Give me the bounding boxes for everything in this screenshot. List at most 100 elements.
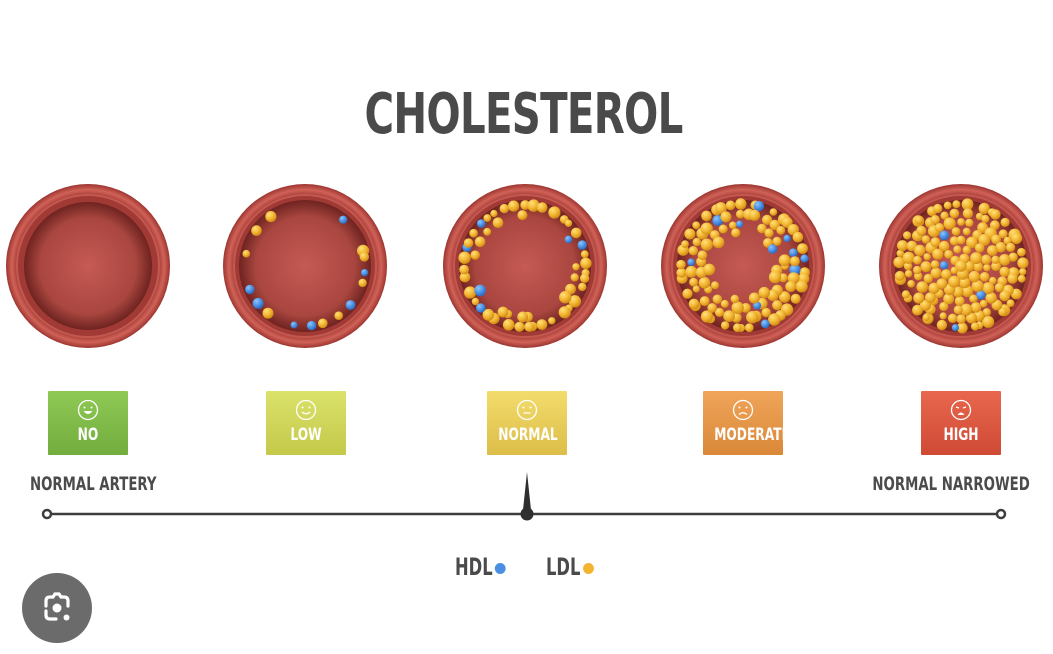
hdl-particle bbox=[800, 254, 809, 263]
ldl-particle bbox=[1017, 247, 1026, 257]
ldl-particle bbox=[933, 203, 943, 214]
ldl-particle bbox=[463, 238, 474, 248]
ldl-particle bbox=[698, 277, 711, 289]
ldl-particle bbox=[790, 293, 801, 304]
ldl-particle bbox=[894, 270, 905, 281]
ldl-particle bbox=[767, 289, 779, 301]
ldl-particle bbox=[723, 310, 735, 322]
ldl-particle bbox=[699, 296, 710, 307]
ldl-particle bbox=[960, 303, 973, 316]
hdl-particle bbox=[760, 319, 770, 329]
ldl-particle bbox=[459, 264, 469, 275]
ldl-particle bbox=[684, 228, 696, 240]
ldl-particle bbox=[697, 250, 708, 260]
ldl-particle bbox=[955, 260, 967, 272]
ldl-particle bbox=[570, 227, 582, 239]
ldl-particle bbox=[1007, 273, 1018, 284]
neutral-face-icon bbox=[516, 399, 538, 421]
ldl-particle bbox=[718, 224, 728, 234]
ldl-particle bbox=[769, 219, 780, 231]
ldl-particle bbox=[520, 200, 531, 210]
ldl-particle bbox=[974, 243, 985, 253]
google-lens-button[interactable] bbox=[22, 573, 92, 643]
ldl-particle bbox=[746, 311, 759, 324]
ldl-particle bbox=[524, 321, 535, 332]
hdl-particle bbox=[736, 220, 744, 228]
ldl-particle bbox=[548, 206, 561, 219]
ldl-particle bbox=[956, 235, 966, 245]
ldl-particle bbox=[492, 217, 504, 228]
ldl-particle bbox=[685, 265, 698, 278]
ldl-particle bbox=[930, 267, 942, 279]
ldl-particle bbox=[795, 280, 808, 293]
ldl-particle bbox=[508, 200, 520, 212]
ldl-particle bbox=[981, 254, 992, 265]
ldl-particle bbox=[703, 263, 716, 276]
ldl-particle bbox=[923, 253, 931, 261]
ldl-particle bbox=[989, 276, 997, 285]
ldl-particle bbox=[768, 313, 781, 326]
ldl-particle bbox=[470, 250, 480, 260]
ldl-particle bbox=[474, 236, 486, 248]
ldl-particle bbox=[962, 227, 971, 236]
ldl-particle bbox=[913, 292, 925, 304]
hdl-particle bbox=[361, 269, 369, 277]
ldl-particle bbox=[458, 251, 471, 264]
ldl-particle bbox=[358, 278, 367, 288]
ldl-particle bbox=[943, 201, 952, 210]
ldl-particle bbox=[932, 248, 944, 260]
ldl-particle bbox=[904, 269, 913, 278]
hdl-particle bbox=[687, 258, 695, 266]
ldl-particle bbox=[971, 280, 984, 292]
ldl-particle bbox=[978, 233, 991, 246]
hdl-particle bbox=[577, 240, 587, 250]
ldl-particle bbox=[921, 235, 931, 244]
ldl-particle bbox=[580, 250, 589, 259]
ldl-particle bbox=[744, 323, 754, 333]
ldl-particle bbox=[903, 261, 913, 271]
ldl-particle bbox=[949, 236, 959, 246]
ldl-particle bbox=[536, 319, 548, 330]
normal-artery-label: NORMAL ARTERY bbox=[30, 473, 157, 495]
ldl-particle bbox=[939, 312, 947, 320]
page-title: CHOLESTEROL bbox=[364, 82, 684, 147]
artery-lumen bbox=[239, 200, 371, 332]
level-badge-moderate: MODERATE bbox=[703, 391, 790, 455]
ldl-particle bbox=[701, 210, 712, 222]
ldl-particle bbox=[580, 273, 590, 283]
hdl-particle bbox=[976, 290, 986, 300]
ldl-particle bbox=[970, 322, 980, 331]
ldl-particle bbox=[1008, 252, 1018, 262]
ldl-particle bbox=[242, 249, 251, 258]
hdl-particle bbox=[476, 219, 486, 228]
ldl-particle bbox=[968, 270, 980, 283]
ldl-particle bbox=[707, 303, 717, 313]
ldl-particle bbox=[558, 306, 571, 319]
ldl-particle bbox=[720, 321, 730, 330]
ldl-particle bbox=[692, 237, 701, 247]
hdl-particle bbox=[252, 297, 264, 309]
ldl-particle bbox=[757, 223, 767, 234]
hdl-particle bbox=[753, 200, 765, 212]
ldl-dot-icon bbox=[582, 562, 594, 574]
ldl-particle bbox=[999, 290, 1010, 302]
ldl-particle bbox=[334, 311, 343, 320]
ldl-particle bbox=[720, 211, 732, 223]
ldl-particle bbox=[965, 218, 974, 227]
level-badge-low: LOW bbox=[266, 391, 346, 455]
ldl-particle bbox=[938, 240, 950, 252]
ldl-particle bbox=[999, 266, 1010, 277]
hdl-particle bbox=[476, 303, 486, 313]
big-smile-face-icon bbox=[77, 399, 99, 421]
ldl-particle bbox=[761, 307, 771, 318]
ldl-particle bbox=[712, 294, 722, 304]
ldl-particle bbox=[797, 243, 808, 254]
ldl-particle bbox=[922, 313, 930, 321]
ldl-particle bbox=[923, 273, 933, 284]
hdl-particle bbox=[474, 284, 486, 297]
ldl-particle bbox=[925, 292, 936, 303]
ldl-particle bbox=[966, 236, 978, 249]
hdl-particle bbox=[767, 244, 778, 254]
ldl-particle bbox=[953, 245, 962, 254]
ldl-particle bbox=[956, 322, 968, 334]
